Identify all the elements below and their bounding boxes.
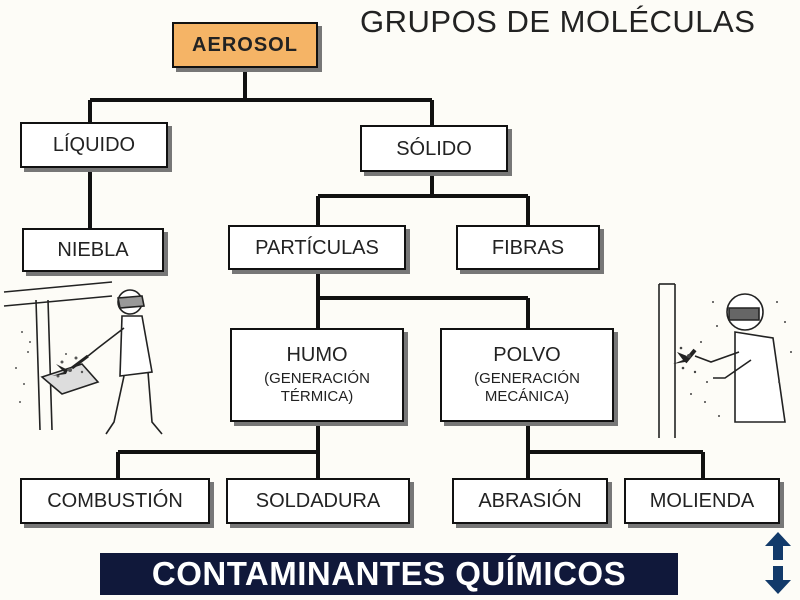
arrow-up-icon[interactable] — [762, 530, 794, 562]
node-abrasion: ABRASIÓN — [452, 478, 608, 524]
node-aerosol-label: AEROSOL — [192, 34, 298, 56]
diagram-title: GRUPOS DE MOLÉCULAS — [360, 4, 756, 39]
node-soldadura: SOLDADURA — [226, 478, 410, 524]
arrow-down-icon[interactable] — [762, 564, 794, 596]
node-combustion-label: COMBUSTIÓN — [47, 490, 183, 512]
footer-banner: CONTAMINANTES QUÍMICOS — [100, 553, 678, 595]
node-humo-label: HUMO — [286, 344, 348, 366]
node-humo-desc-line2: TÉRMICA) — [280, 388, 354, 405]
node-fibras: FIBRAS — [456, 225, 600, 270]
node-liquido: LÍQUIDO — [20, 122, 168, 168]
footer-title: CONTAMINANTES QUÍMICOS — [151, 555, 627, 592]
node-particulas: PARTÍCULAS — [228, 225, 406, 270]
grinder-illustration — [658, 283, 792, 438]
welder-illustration — [3, 281, 163, 435]
node-fibras-label: FIBRAS — [491, 236, 565, 259]
node-polvo-label: POLVO — [493, 344, 561, 366]
node-liquido-label: LÍQUIDO — [52, 134, 136, 156]
node-niebla: NIEBLA — [22, 228, 164, 272]
node-combustion: COMBUSTIÓN — [20, 478, 210, 524]
node-polvo-desc-line2: MECÁNICA) — [484, 388, 570, 405]
node-abrasion-label: ABRASIÓN — [478, 490, 582, 512]
node-aerosol: AEROSOL — [172, 22, 318, 68]
node-molienda-label: MOLIENDA — [649, 490, 755, 512]
node-polvo: POLVO (GENERACIÓN MECÁNICA) — [440, 328, 614, 422]
node-humo-desc-line1: (GENERACIÓN — [264, 370, 370, 387]
nav-arrows — [762, 530, 794, 596]
node-molienda: MOLIENDA — [624, 478, 780, 524]
node-solido-label: SÓLIDO — [396, 137, 472, 160]
node-solido: SÓLIDO — [360, 125, 508, 172]
node-particulas-label: PARTÍCULAS — [255, 236, 379, 259]
node-soldadura-label: SOLDADURA — [255, 490, 381, 512]
node-polvo-desc-line1: (GENERACIÓN — [474, 370, 580, 387]
node-niebla-label: NIEBLA — [57, 239, 129, 261]
node-humo: HUMO (GENERACIÓN TÉRMICA) — [230, 328, 404, 422]
